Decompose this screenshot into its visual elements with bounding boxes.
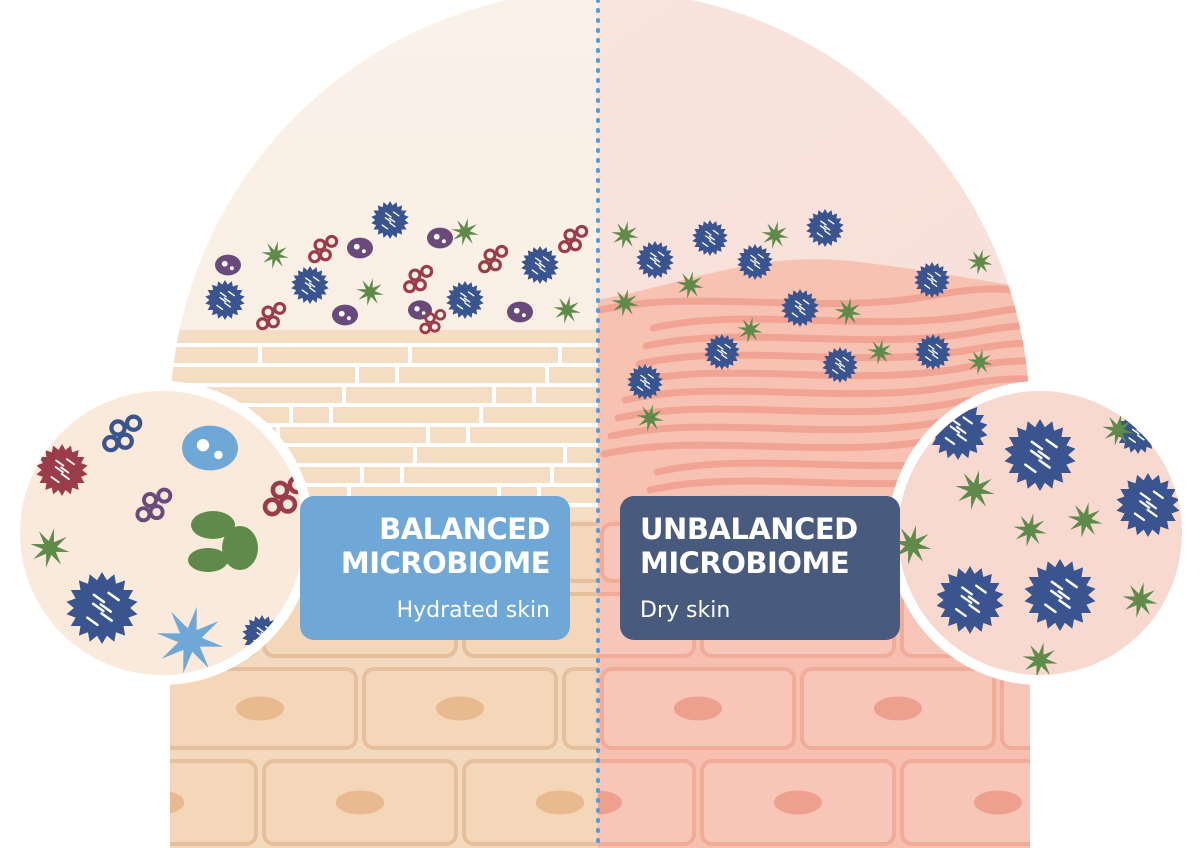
unbalanced-microbiome-label: UNBALANCED MICROBIOME Dry skin — [620, 496, 900, 640]
chain-microbe-icon — [308, 234, 339, 264]
star-microbe-icon — [955, 470, 995, 510]
star-microbe-icon — [553, 296, 581, 324]
chain-microbe-icon — [135, 487, 173, 523]
spiky-microbe-icon — [291, 266, 329, 304]
cell-nucleus-icon — [974, 790, 1022, 815]
unbalanced-subtitle: Dry skin — [640, 598, 731, 623]
star-microbe-icon — [867, 339, 893, 365]
balanced-title-line2: MICROBIOME — [340, 546, 551, 580]
star-microbe-icon — [967, 249, 993, 275]
unbalanced-zoom-circle — [888, 381, 1192, 685]
star-microbe-icon — [156, 606, 224, 674]
unbalanced-title-line2: MICROBIOME — [640, 546, 850, 580]
unbalanced-title-line1: UNBALANCED — [640, 512, 858, 546]
spiky-microbe-icon — [781, 289, 819, 327]
star-microbe-icon — [30, 528, 70, 568]
chain-microbe-icon — [403, 264, 434, 294]
star-microbe-icon — [834, 298, 862, 326]
chain-microbe-icon — [419, 308, 447, 335]
spiky-microbe-icon — [66, 572, 138, 644]
spiky-microbe-icon — [1116, 473, 1180, 537]
cell-nucleus-icon — [236, 696, 284, 721]
spiky-microbe-icon — [36, 444, 88, 496]
spiky-microbe-icon — [521, 246, 559, 284]
cell-nucleus-icon — [436, 696, 484, 721]
star-microbe-icon — [1022, 642, 1058, 675]
oval-microbe-icon — [427, 227, 453, 249]
star-microbe-icon — [1067, 502, 1103, 538]
spiky-microbe-icon — [205, 280, 245, 320]
star-microbe-icon — [1102, 414, 1134, 446]
cell-nucleus-icon — [598, 790, 622, 815]
cell-nucleus-icon — [874, 696, 922, 721]
spiky-microbe-icon — [914, 262, 950, 298]
spiky-microbe-icon — [915, 334, 951, 370]
spiky-microbe-icon — [936, 566, 1004, 634]
spiky-microbe-icon — [446, 281, 484, 319]
spiky-microbe-icon — [704, 334, 740, 370]
star-microbe-icon — [737, 317, 763, 343]
spiky-microbe-icon — [737, 244, 773, 280]
cell-nucleus-icon — [674, 696, 722, 721]
spiky-microbe-icon — [822, 347, 858, 383]
cell-nucleus-icon — [1074, 697, 1122, 721]
chain-microbe-icon — [558, 224, 589, 254]
star-microbe-icon — [451, 218, 479, 246]
spiky-microbe-icon — [627, 364, 663, 400]
spiky-microbe-icon — [371, 201, 409, 239]
star-microbe-icon — [898, 525, 932, 565]
balanced-microbiome-label: BALANCED MICROBIOME Hydrated skin — [300, 496, 570, 640]
oval-microbe-icon — [507, 301, 533, 323]
spiky-microbe-icon — [1024, 559, 1096, 631]
cell-nucleus-icon — [1174, 791, 1200, 815]
oval-microbe-icon — [215, 254, 241, 276]
oval-microbe-icon — [182, 425, 238, 471]
balanced-title-line1: BALANCED — [379, 512, 550, 546]
oval-microbe-icon — [332, 304, 358, 326]
star-microbe-icon — [1013, 513, 1047, 547]
chain-microbe-icon — [256, 301, 287, 331]
star-microbe-icon — [636, 404, 664, 432]
spiky-microbe-icon — [806, 209, 844, 247]
star-microbe-icon — [967, 349, 993, 375]
star-microbe-icon — [261, 241, 289, 269]
chain-microbe-icon — [102, 414, 143, 453]
balanced-subtitle: Hydrated skin — [396, 598, 550, 623]
cell-nucleus-icon — [170, 790, 184, 815]
cell-nucleus-icon — [336, 790, 384, 815]
cell-nucleus-icon — [774, 790, 822, 815]
spiky-microbe-icon — [692, 220, 728, 256]
star-microbe-icon — [761, 221, 789, 249]
spiky-microbe-icon — [636, 241, 674, 279]
star-microbe-icon — [1122, 582, 1158, 618]
star-microbe-icon — [676, 271, 704, 299]
star-microbe-icon — [611, 289, 639, 317]
star-microbe-icon — [356, 278, 384, 306]
balanced-zoom-circle — [10, 381, 314, 685]
cell-nucleus-icon — [536, 790, 584, 815]
spiky-microbe-icon — [1004, 419, 1076, 491]
oval-microbe-icon — [347, 237, 373, 259]
oval-microbe-icon — [408, 300, 432, 320]
chain-microbe-icon — [478, 244, 509, 274]
star-microbe-icon — [611, 221, 639, 249]
